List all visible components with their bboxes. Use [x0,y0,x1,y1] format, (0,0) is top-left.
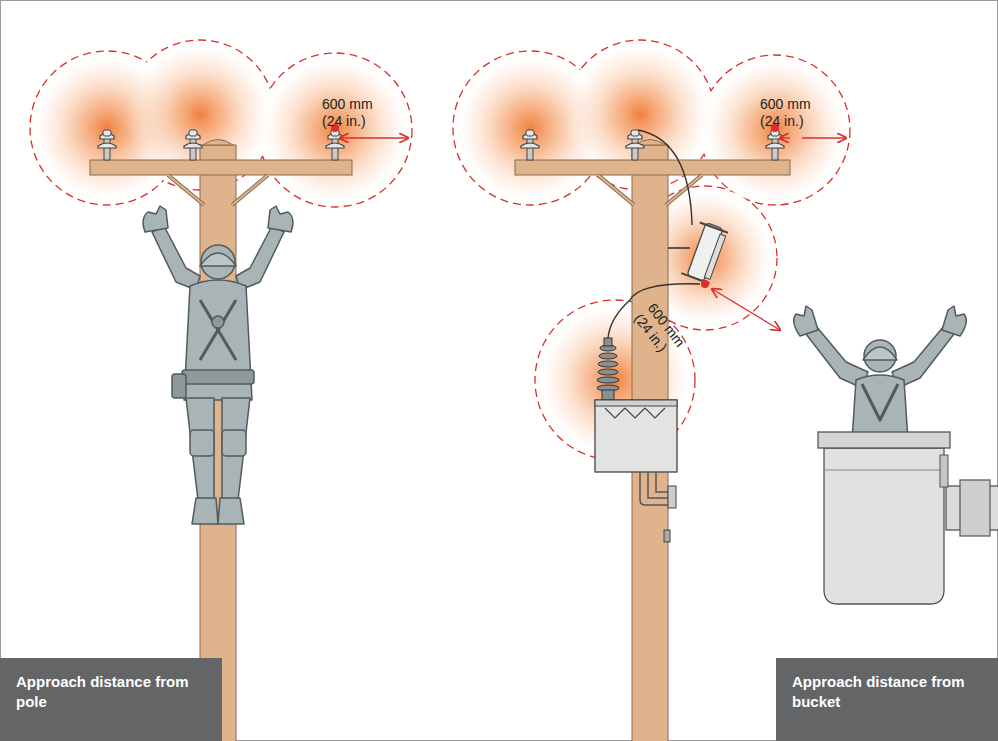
lineworker-in-bucket [794,306,967,440]
utility-pole [90,124,352,741]
approach-zone-glow [30,40,850,460]
caption-text: Approach distance from bucket [792,672,982,713]
dimension-label: 600 mm (24 in.) [322,96,384,130]
lineworker-on-pole [143,206,293,524]
caption-box: Approach distance from pole [0,658,222,741]
dimension-label: 600 mm (24 in.) [760,96,822,130]
caption-box: Approach distance from bucket [776,658,998,741]
caption-text: Approach distance from pole [16,672,206,713]
dimension-arrow [712,289,780,330]
utility-pole-with-transformer [515,124,790,741]
bucket-truck-bucket [818,432,998,604]
approach-zone-outline [30,40,850,460]
dimension-arrow [340,137,408,138]
dimension-arrow [780,137,790,138]
dimension-arrow [802,137,846,138]
